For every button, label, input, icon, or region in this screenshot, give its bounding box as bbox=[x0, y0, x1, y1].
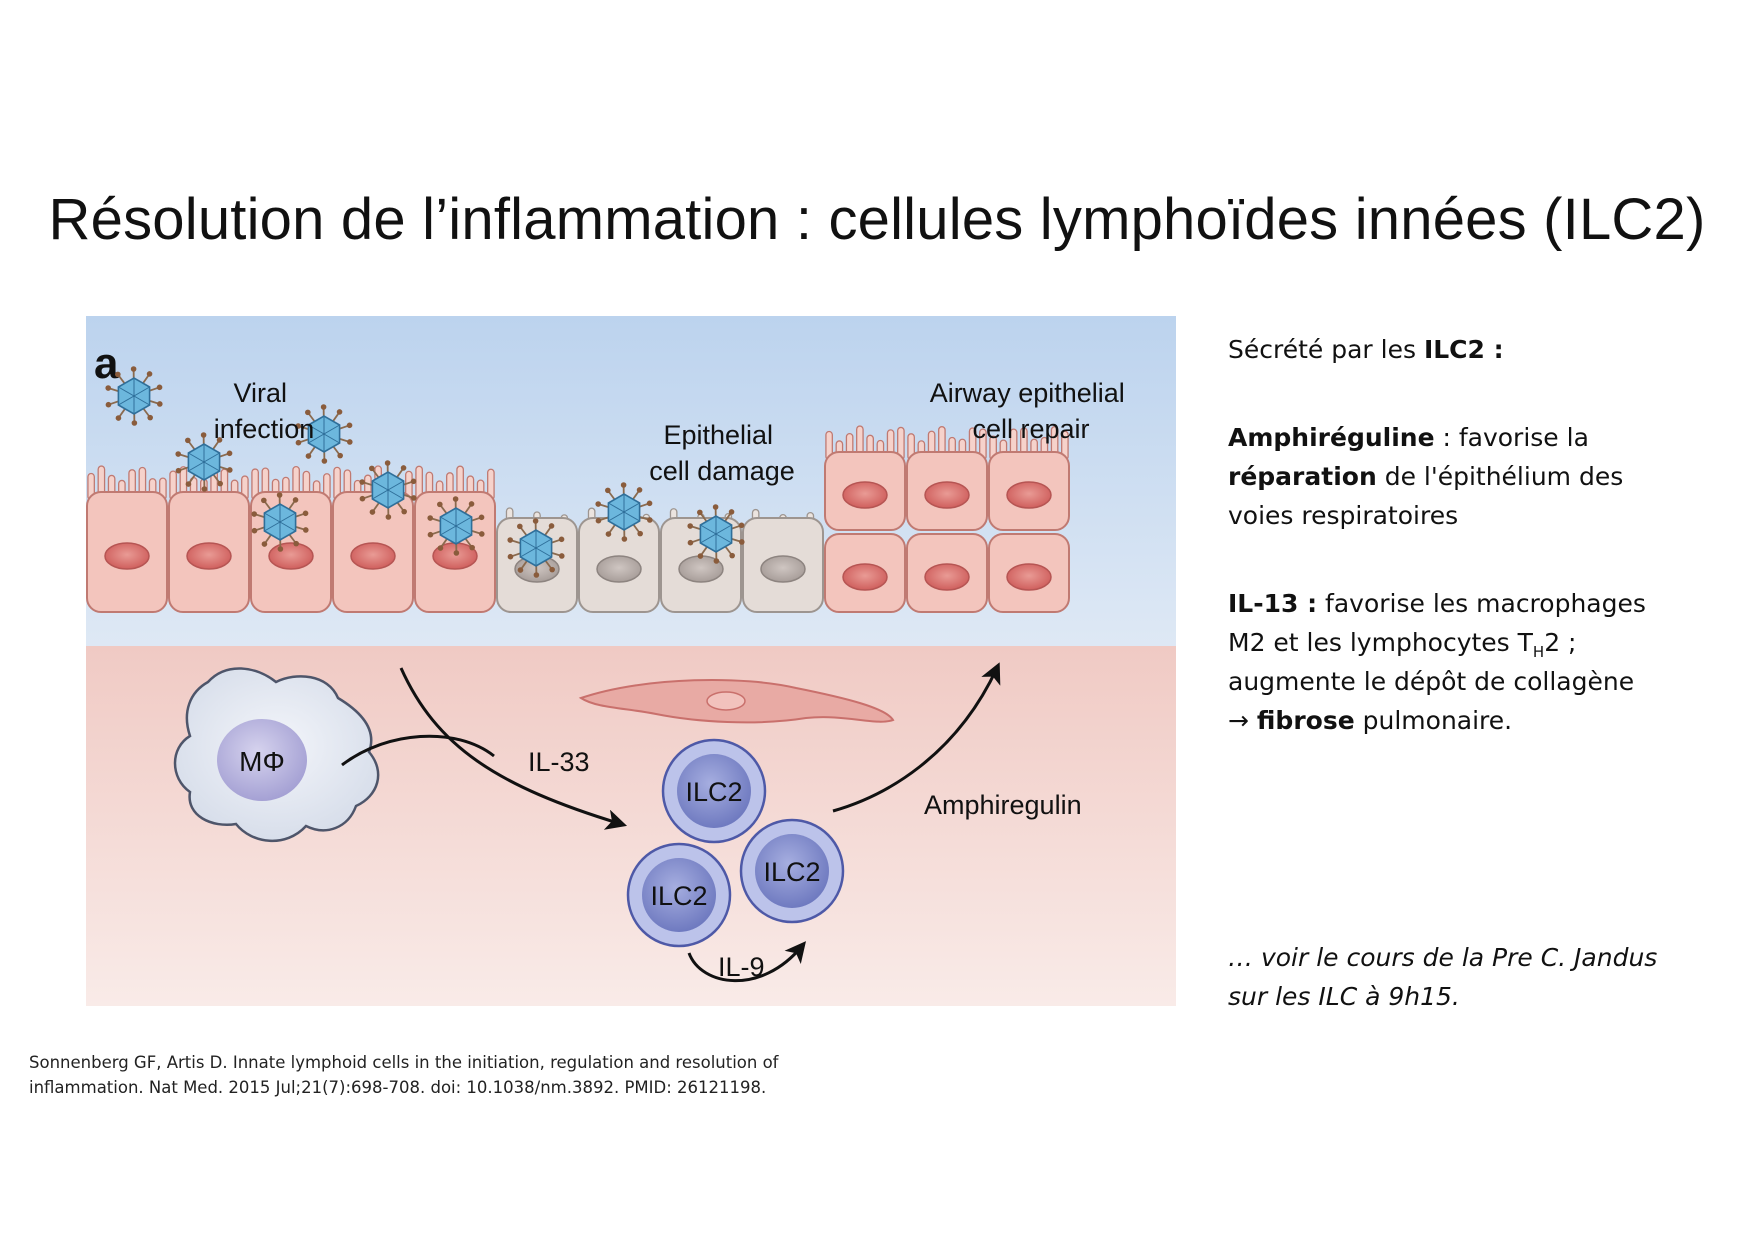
epithelial-cell bbox=[824, 533, 906, 613]
reference-citation: Sonnenberg GF, Artis D. Innate lymphoid … bbox=[29, 1050, 889, 1100]
note-line1: … voir le cours de la Pre C. Jandus bbox=[1228, 943, 1658, 972]
damaged-epithelial-cell bbox=[578, 517, 660, 613]
amphiregulin-block: Amphiréguline : favorise la réparation d… bbox=[1228, 418, 1728, 535]
course-note: … voir le cours de la Pre C. Jandus sur … bbox=[1228, 938, 1728, 1016]
il13-text2b: 2 ; bbox=[1544, 628, 1577, 657]
il13-text2a: M2 et les lymphocytes T bbox=[1228, 628, 1533, 657]
label-airway-repair: Airway epithelial cell repair bbox=[930, 378, 1133, 444]
label-repair-line1: Airway epithelial bbox=[930, 378, 1125, 408]
il9-arrow bbox=[687, 941, 806, 983]
il13-text1: favorise les macrophages bbox=[1317, 589, 1646, 618]
virus-particle bbox=[427, 496, 485, 556]
ilc2-cell-left: ILC2 bbox=[626, 842, 732, 948]
note-line2: sur les ILC à 9h15. bbox=[1228, 982, 1460, 1011]
label-amphiregulin: Amphiregulin bbox=[924, 790, 1082, 820]
il13-text4: pulmonaire. bbox=[1354, 706, 1513, 735]
amph-text1: : favorise la bbox=[1434, 423, 1589, 452]
il13-fibrose: fibrose bbox=[1256, 706, 1355, 735]
label-epithelial-damage: Epithelial cell damage bbox=[649, 420, 795, 486]
diagram-figure: a MΦ ILC2 ILC2 ILC2 Viral infection E bbox=[86, 316, 1176, 1006]
reference-line2: inflammation. Nat Med. 2015 Jul;21(7):69… bbox=[29, 1078, 767, 1097]
virus-particle bbox=[507, 518, 565, 578]
il13-text3: augmente le dépôt de collagène bbox=[1228, 667, 1635, 696]
ilc2-label-right: ILC2 bbox=[763, 857, 820, 887]
amphiregulin-arrow bbox=[832, 662, 1001, 813]
label-damage-line1: Epithelial bbox=[663, 420, 773, 450]
virus-particle bbox=[175, 432, 233, 492]
macrophage-label: MΦ bbox=[239, 746, 285, 777]
virus-particle bbox=[295, 404, 353, 464]
amph-repair: réparation bbox=[1228, 462, 1377, 491]
label-il9: IL-9 bbox=[718, 952, 765, 982]
page-title: Résolution de l’inflammation : cellules … bbox=[48, 187, 1706, 252]
il13-sub: H bbox=[1532, 643, 1545, 661]
virus-particle bbox=[105, 366, 163, 426]
arrow-right-icon: → bbox=[1228, 706, 1257, 735]
ilc2-cell-right: ILC2 bbox=[739, 818, 845, 924]
il13-title: IL-13 : bbox=[1228, 589, 1318, 618]
label-repair-line2: cell repair bbox=[972, 414, 1089, 444]
virus-particle bbox=[359, 460, 417, 520]
label-viral-line2: infection bbox=[214, 414, 315, 444]
label-il33: IL-33 bbox=[528, 747, 590, 777]
side-panel: Sécrété par les ILC2 : Amphiréguline : f… bbox=[1228, 330, 1728, 789]
secreted-by-heading: Sécrété par les ILC2 : bbox=[1228, 330, 1728, 369]
epithelial-cell bbox=[824, 451, 906, 531]
secreted-ilc2: ILC2 : bbox=[1423, 335, 1504, 364]
label-damage-line2: cell damage bbox=[649, 456, 795, 486]
amph-text2: de l'épithélium des bbox=[1376, 462, 1624, 491]
panel-letter: a bbox=[94, 339, 119, 388]
secreted-prefix: Sécrété par les bbox=[1228, 335, 1424, 364]
fibroblast bbox=[578, 679, 895, 724]
virus-particle bbox=[595, 482, 653, 542]
reference-line1: Sonnenberg GF, Artis D. Innate lymphoid … bbox=[29, 1053, 779, 1072]
virus-particle bbox=[687, 504, 745, 564]
epithelial-cell bbox=[988, 451, 1070, 531]
macrophage-cell: MΦ bbox=[173, 667, 380, 842]
label-viral-line1: Viral bbox=[233, 378, 287, 408]
ilc2-cell-top: ILC2 bbox=[661, 738, 767, 844]
il13-block: IL-13 : favorise les macrophages M2 et l… bbox=[1228, 584, 1728, 740]
epithelial-cell bbox=[906, 533, 988, 613]
epithelial-cell bbox=[988, 533, 1070, 613]
epithelial-cell bbox=[906, 451, 988, 531]
label-viral-infection: Viral infection bbox=[214, 378, 315, 444]
virus-particle bbox=[251, 492, 309, 552]
ilc2-label-top: ILC2 bbox=[685, 777, 742, 807]
macrophage-arrow bbox=[341, 734, 495, 767]
amph-text3: voies respiratoires bbox=[1228, 501, 1459, 530]
ilc2-label-left: ILC2 bbox=[650, 881, 707, 911]
macrophage-nucleus bbox=[217, 719, 307, 801]
damaged-epithelial-cell bbox=[742, 517, 824, 613]
epithelial-cell bbox=[168, 491, 250, 613]
il33-arrow bbox=[399, 667, 628, 830]
epithelium bbox=[86, 425, 1070, 613]
amph-title: Amphiréguline bbox=[1228, 423, 1435, 452]
epithelial-cell bbox=[86, 491, 168, 613]
virus-particles bbox=[105, 366, 745, 578]
